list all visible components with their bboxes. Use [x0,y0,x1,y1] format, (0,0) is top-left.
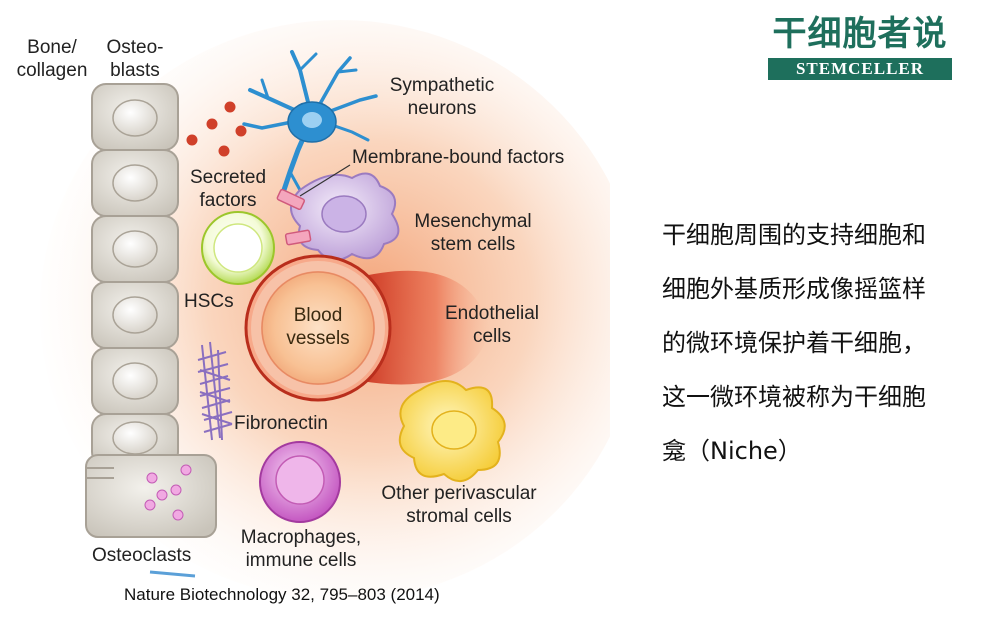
label-fibronectin: Fibronectin [234,413,328,434]
osteoblast-nucleus [112,362,158,400]
label-bone-collagen: Bone/collagen [16,37,88,81]
stemceller-logo: 干细胞者说 STEMCELLER [760,12,960,80]
secreted-factors [186,101,247,157]
logo-english-text: STEMCELLER [768,58,952,80]
perivascular-stromal-cell [398,380,506,482]
label-hscs: HSCs [184,291,234,312]
blood-vessel [244,254,490,402]
decor-line [149,570,196,578]
osteoblast-column [91,83,179,467]
membrane-bound-factors [276,164,351,246]
mesenchymal-stem-cell [290,172,400,261]
description-line: 的微环境保护着干细胞， [662,329,926,357]
description-line: 细胞外基质形成像摇篮样 [662,275,926,303]
label-osteoclasts: Osteoclasts [92,545,192,566]
description-line: 这一微环境被称为干细胞 [662,383,926,411]
logo-chinese-text: 干细胞者说 [772,14,948,54]
osteoblast-nucleus [112,421,158,455]
niche-diagram-svg [40,20,640,600]
osteoblast-nucleus [112,296,158,334]
macrophage-cell [259,441,341,523]
label-osteoblasts: Osteo-blasts [106,37,164,81]
description-line: 干细胞周围的支持细胞和 [662,221,926,249]
osteoblast-nucleus [112,230,158,268]
description-line: 龛（Niche） [662,437,802,465]
label-membrane-bound-factors: Membrane-bound factors [352,147,565,168]
sympathetic-neuron [242,50,378,193]
niche-description: 干细胞周围的支持细胞和 细胞外基质形成像摇篮样 的微环境保护着干细胞， 这一微环… [662,208,982,478]
citation: Nature Biotechnology 32, 795–803 (2014) [124,585,440,604]
osteoblast-nucleus [112,164,158,202]
label-macrophages-immune-cells: Macrophages,immune cells [240,527,362,571]
hsc-cell [201,211,275,285]
osteoblast-nucleus [112,99,158,137]
osteoclast [85,454,217,538]
fibronectin [197,341,233,441]
